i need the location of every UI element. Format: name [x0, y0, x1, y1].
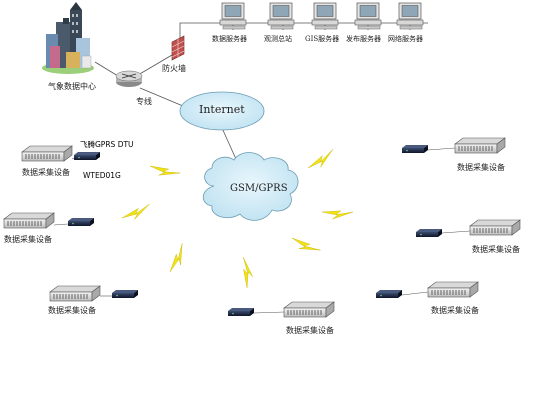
router-label: 专线: [136, 97, 152, 106]
dtu-model-label: WTED01G: [83, 171, 121, 180]
lightning-bolt-icon: [120, 203, 153, 223]
internet-cloud: [179, 91, 265, 131]
server-label: 网络服务器: [388, 35, 423, 43]
firewall-label: 防火墙: [162, 64, 186, 73]
lightning-bolt-icon: [289, 231, 321, 260]
server-label: 观测总站: [264, 35, 292, 43]
collector-label: 数据采集设备: [4, 235, 52, 244]
collector-label: 数据采集设备: [22, 168, 70, 177]
dtu-brand-label: 飞腾GPRS DTU: [80, 140, 134, 149]
data-center-label: 气象数据中心: [48, 82, 96, 91]
gsm-gprs-label: GSM/GPRS: [230, 183, 288, 194]
lightning-bolt-icon: [163, 243, 192, 275]
server-label: GIS服务器: [305, 35, 340, 43]
server-pc-icons: [219, 2, 424, 30]
firewall-icon: [171, 35, 185, 61]
server-label: 数据服务器: [212, 35, 247, 43]
lightning-bolt-icon: [320, 204, 354, 224]
collector-label: 数据采集设备: [48, 306, 96, 315]
collector-label: 数据采集设备: [286, 326, 334, 335]
collector-label: 数据采集设备: [457, 163, 505, 172]
router-icon: [115, 70, 143, 87]
lightning-bolt-icon: [147, 158, 181, 184]
data-center-building-icon: [42, 2, 94, 74]
gsm-gprs-cloud: [202, 152, 299, 221]
device-cables: [53, 147, 471, 314]
collector-label: 数据采集设备: [472, 245, 520, 254]
server-label: 发布服务器: [346, 35, 381, 43]
internet-label: Internet: [199, 103, 245, 116]
lightning-bolt-icon: [304, 149, 338, 172]
collector-label: 数据采集设备: [431, 306, 479, 315]
lightning-bolt-icon: [238, 256, 256, 289]
